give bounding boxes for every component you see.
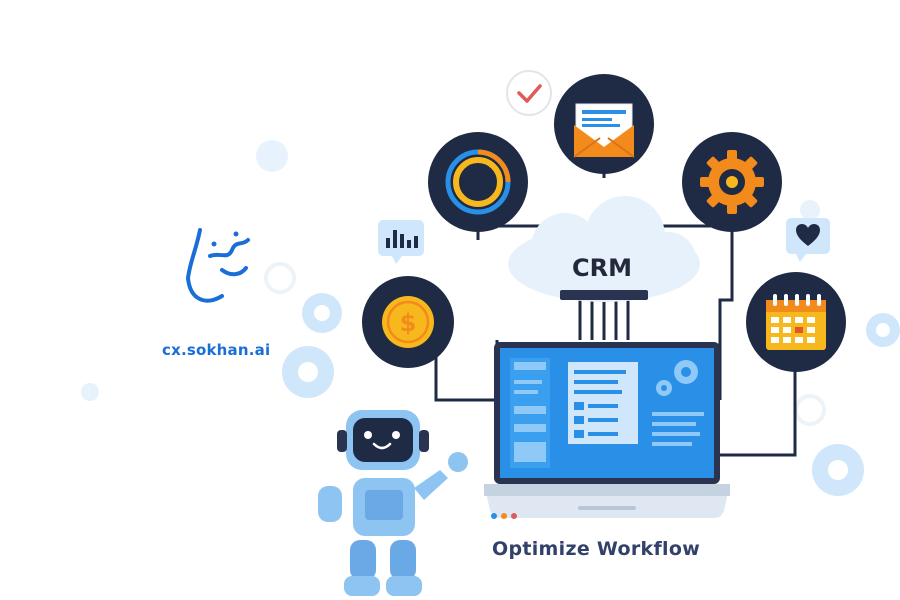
calendar-icon [746,272,846,372]
settings-gear-icon [682,132,782,232]
robot-mascot [318,410,468,596]
email-envelope-icon [554,74,654,174]
sokhan-logo-script [186,228,250,303]
crm-cloud-label: CRM [572,254,632,282]
workflow-caption: Optimize Workflow [492,538,701,560]
crm-cloud [508,196,700,302]
analytics-dial-icon [428,132,528,232]
background-decorations [81,140,900,496]
gear-decoration-left [282,293,342,398]
checkmark-bubble-icon [506,70,552,116]
dollar-coin-icon: $ [362,276,454,368]
heart-bubble-icon [786,218,830,262]
svg-text:$: $ [400,309,417,337]
laptop-dashboard [484,342,730,519]
brand-domain-text: cx.sokhan.ai [162,341,271,359]
bar-chart-bubble-icon [378,220,424,264]
